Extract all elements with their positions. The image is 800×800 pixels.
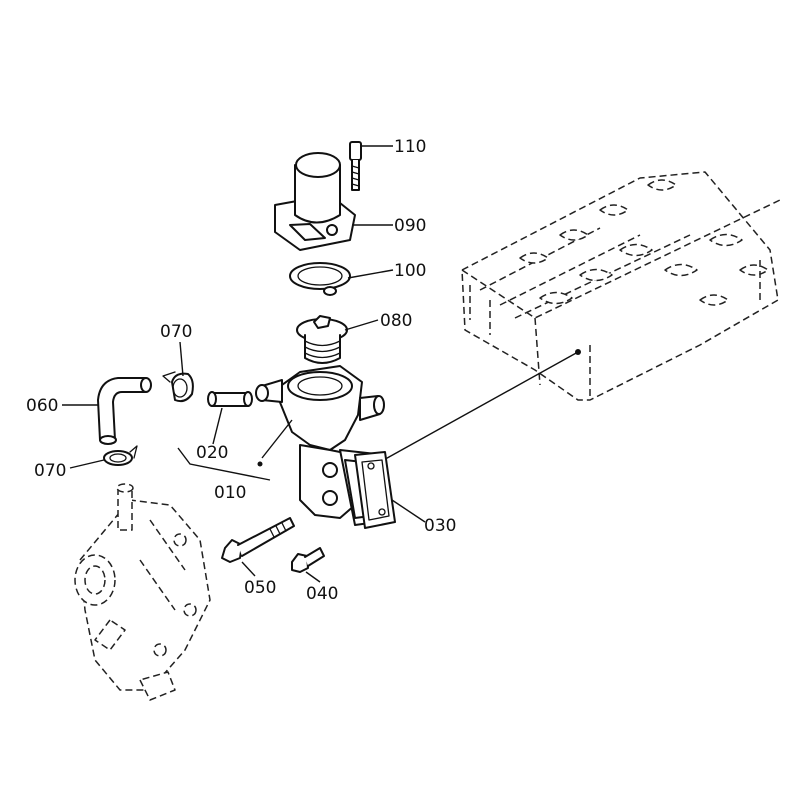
hose-clamp-070-bottom: [103, 445, 138, 466]
callout-070-bottom: 070: [34, 461, 66, 481]
pipe-020: [207, 391, 253, 407]
hose-060: [97, 377, 152, 445]
callout-080: 080: [380, 311, 412, 331]
callout-100: 100: [394, 261, 426, 281]
leader-020: [212, 407, 223, 445]
callout-020: 020: [196, 443, 228, 463]
callout-030: 030: [424, 516, 456, 536]
gasket-100: [289, 262, 351, 296]
hose-clamp-070-top: [162, 371, 194, 403]
callout-090: 090: [394, 216, 426, 236]
callout-070-top: 070: [160, 322, 192, 342]
water-pump: [74, 483, 211, 701]
callout-040: 040: [306, 584, 338, 604]
gasket-030: [354, 451, 396, 529]
callout-050: 050: [244, 578, 276, 598]
bolt-040: [291, 547, 325, 573]
leader-070-bottom: [69, 459, 105, 469]
leader-010: [261, 419, 293, 459]
leader-070-top: [179, 341, 184, 377]
callout-110: 110: [394, 137, 426, 157]
bracket-010: [177, 447, 271, 481]
callout-010: 010: [214, 483, 246, 503]
leader-050: [241, 561, 256, 577]
housing-reference-dot: [257, 461, 263, 467]
leader-080: [344, 319, 379, 331]
thermostat-080: [296, 315, 348, 364]
bolt-050: [221, 517, 295, 563]
leader-100: [347, 269, 394, 279]
leader-030: [391, 499, 426, 523]
leader-040: [305, 571, 321, 583]
thermostat-cover-090: [274, 152, 356, 251]
thermostat-housing: [255, 365, 393, 526]
engine-cylinder-head: [461, 171, 781, 401]
callout-060: 060: [26, 396, 58, 416]
bolt-110: [349, 141, 362, 191]
